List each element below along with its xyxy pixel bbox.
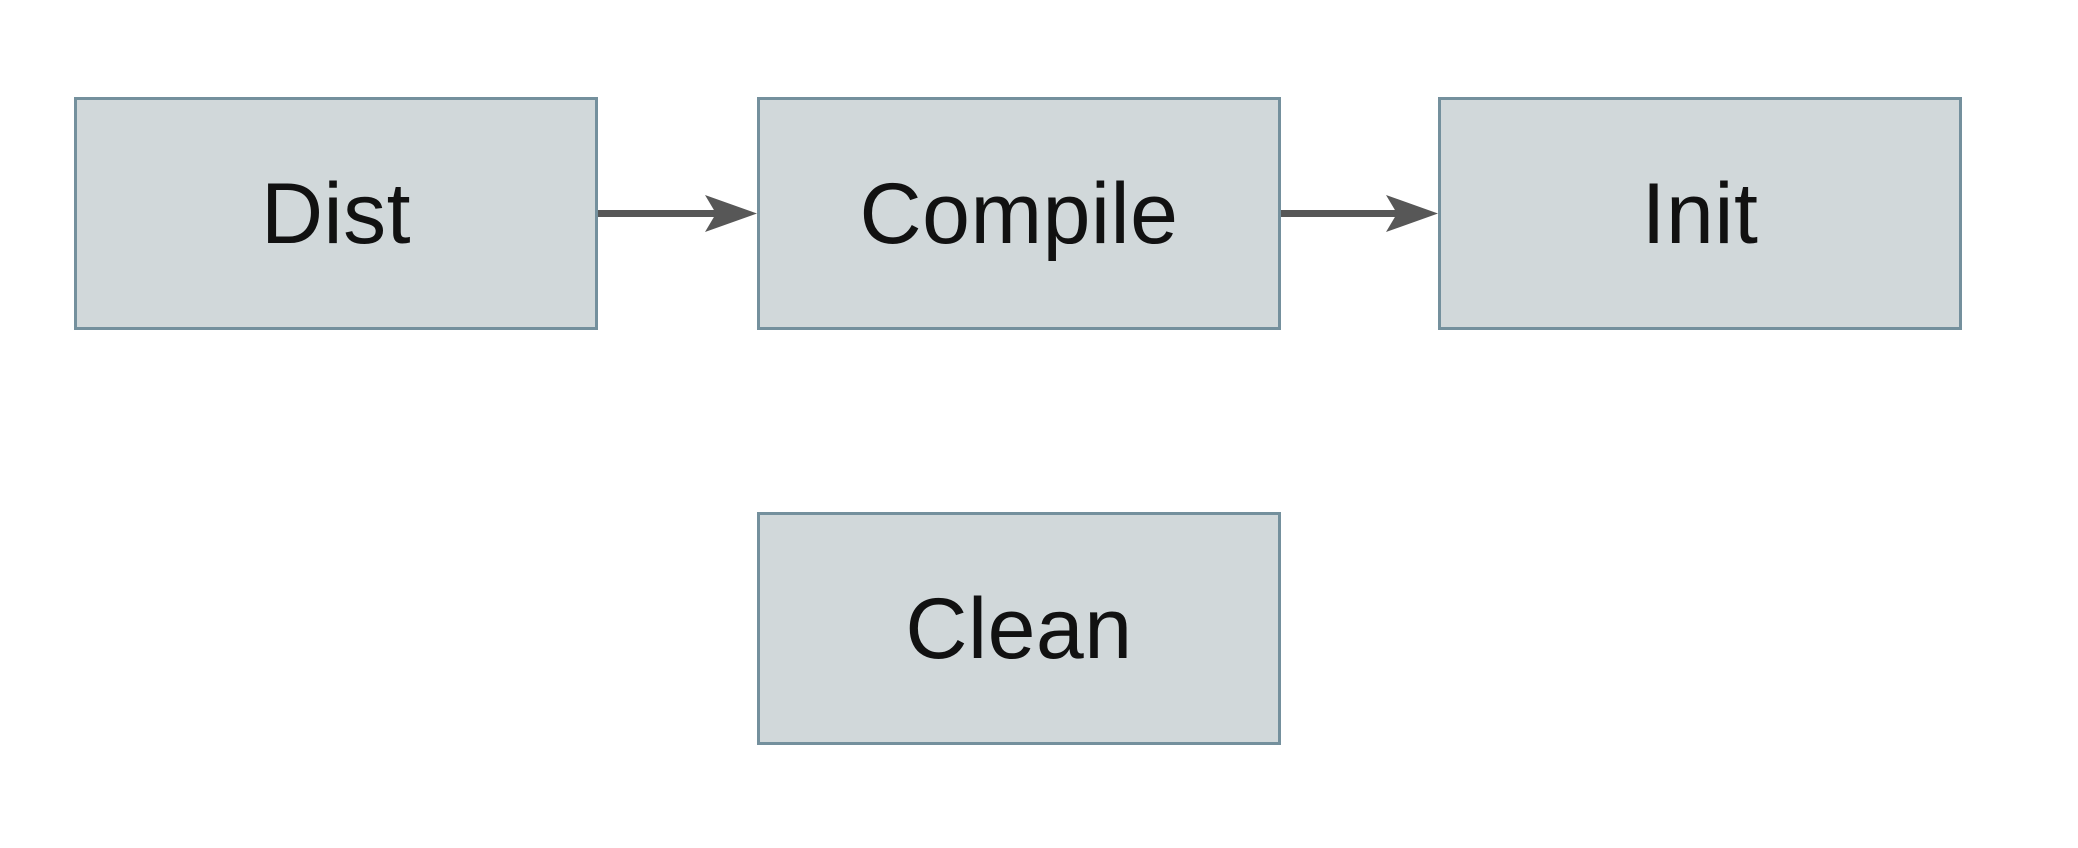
node-compile-label: Compile [859, 165, 1179, 262]
node-init-label: Init [1641, 165, 1759, 262]
node-compile: Compile [757, 97, 1281, 330]
node-dist-label: Dist [260, 165, 412, 262]
node-clean: Clean [757, 512, 1281, 745]
node-clean-label: Clean [905, 580, 1133, 677]
arrow-head-icon [705, 195, 757, 232]
arrow-dist-to-compile [598, 195, 757, 232]
node-init: Init [1438, 97, 1962, 330]
arrow-compile-to-init [1281, 195, 1438, 232]
arrow-head-icon [1386, 195, 1438, 232]
node-dist: Dist [74, 97, 598, 330]
